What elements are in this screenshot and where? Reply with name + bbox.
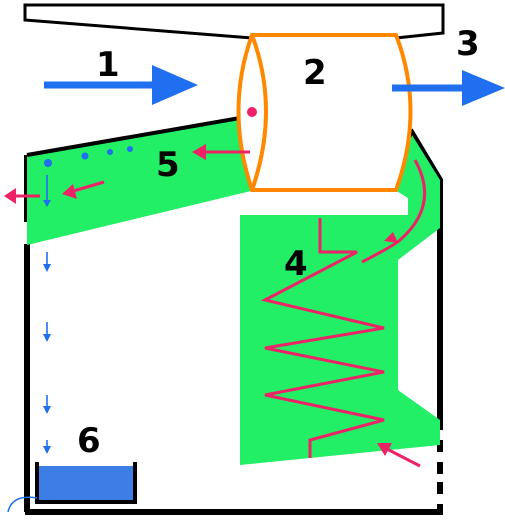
water-container — [7, 462, 137, 513]
airflow-arrows — [44, 65, 505, 106]
refrigerant-return-arrowhead — [384, 232, 398, 243]
arrow-tray-exit — [62, 180, 105, 199]
condenser-block — [240, 135, 440, 465]
water-level — [37, 466, 135, 502]
pivot-point — [247, 107, 257, 117]
fan-inner-arc — [250, 34, 268, 191]
label-1: 1 — [96, 45, 120, 85]
falling-drops — [43, 175, 51, 454]
heat-flow-arrows — [4, 144, 421, 468]
arrow-exhaust — [392, 70, 505, 106]
label-5: 5 — [156, 145, 180, 185]
refrigerant-coil — [260, 218, 385, 458]
arrow-condenser-inlet — [377, 443, 421, 468]
arrow-5 — [192, 144, 250, 160]
drain-hose — [7, 496, 38, 513]
arrow-outside — [4, 188, 40, 204]
label-4: 4 — [284, 244, 308, 284]
condensate-drops-top — [44, 146, 133, 167]
label-2: 2 — [303, 53, 327, 93]
label-3: 3 — [456, 24, 480, 64]
evaporator-tray — [27, 118, 262, 245]
fan-cylinder — [236, 33, 413, 192]
container-walls — [35, 462, 137, 504]
arrow-intake — [44, 65, 198, 105]
label-6: 6 — [77, 421, 101, 461]
refrigerant-return-line — [361, 159, 427, 264]
housing — [23, 3, 445, 515]
fan-body — [236, 33, 413, 192]
